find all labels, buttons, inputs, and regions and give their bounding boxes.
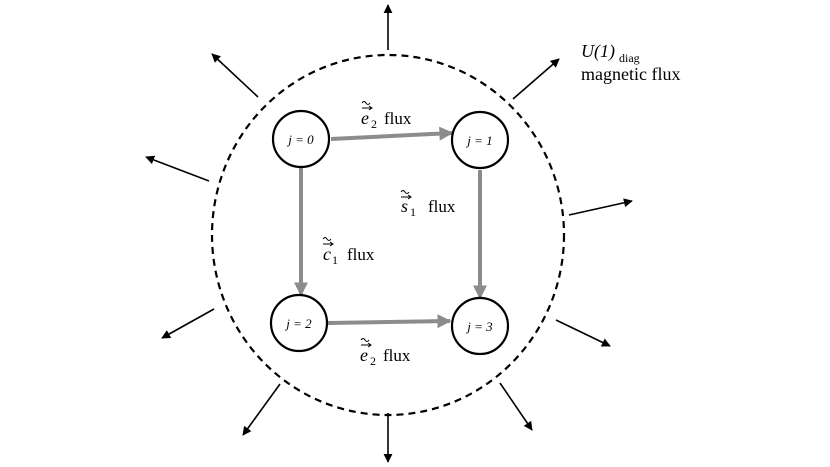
- node-label: j = 1: [465, 133, 492, 148]
- legend-line2: magnetic flux: [581, 64, 680, 84]
- tilde-arrow-icon: [400, 190, 412, 200]
- legend-label: U(1) diag magnetic flux: [581, 41, 680, 84]
- node-0: j = 0: [271, 109, 331, 169]
- node-circle: [450, 296, 510, 356]
- node-1: j = 1: [450, 110, 510, 170]
- node-label: j = 3: [465, 319, 493, 334]
- edge-subscript: 2: [370, 354, 376, 368]
- legend-subscript: diag: [619, 51, 640, 65]
- node-3: j = 3: [450, 296, 510, 356]
- edge-subscript: 1: [332, 253, 338, 267]
- tilde-arrow-icon: [322, 237, 334, 247]
- internal-edges: [294, 126, 487, 329]
- edge-suffix: flux: [347, 245, 375, 264]
- edge-symbol: s: [401, 196, 408, 216]
- node-circle: [450, 110, 510, 170]
- edge-label-0-1: e 2 flux: [361, 101, 412, 131]
- tilde-arrow-icon: [360, 338, 372, 348]
- outward-arrow: [161, 308, 215, 339]
- node-circle: [271, 109, 331, 169]
- edge-symbol: e: [361, 108, 369, 128]
- outward-arrow: [512, 58, 560, 100]
- tilde-arrow-icon: [361, 101, 373, 111]
- edge-label-2-3: e 2 flux: [360, 338, 411, 368]
- edge-2-3: [327, 314, 452, 329]
- outward-arrow: [211, 53, 259, 98]
- edge-subscript: 1: [410, 205, 416, 219]
- outward-arrow: [555, 319, 611, 347]
- node-label: j = 0: [286, 132, 314, 147]
- edge-subscript: 2: [371, 117, 377, 131]
- edge-suffix: flux: [384, 109, 412, 128]
- edge-symbol: c: [323, 244, 331, 264]
- edge-label-0-2: c 1 flux: [322, 237, 375, 267]
- node-circle: [269, 293, 329, 353]
- edge-symbol: e: [360, 345, 368, 365]
- outward-arrows: [145, 4, 633, 463]
- outward-arrow: [242, 383, 281, 436]
- legend-symbol: U(1): [581, 41, 615, 62]
- edge-suffix: flux: [428, 197, 456, 216]
- edge-0-1: [330, 126, 454, 141]
- edge-label-1-3: s 1 flux: [400, 190, 456, 219]
- edge-suffix: flux: [383, 346, 411, 365]
- outward-arrow: [499, 382, 533, 431]
- outward-arrow: [145, 155, 210, 182]
- node-2: j = 2: [269, 293, 329, 353]
- outward-arrow: [568, 198, 633, 216]
- node-label: j = 2: [284, 316, 312, 331]
